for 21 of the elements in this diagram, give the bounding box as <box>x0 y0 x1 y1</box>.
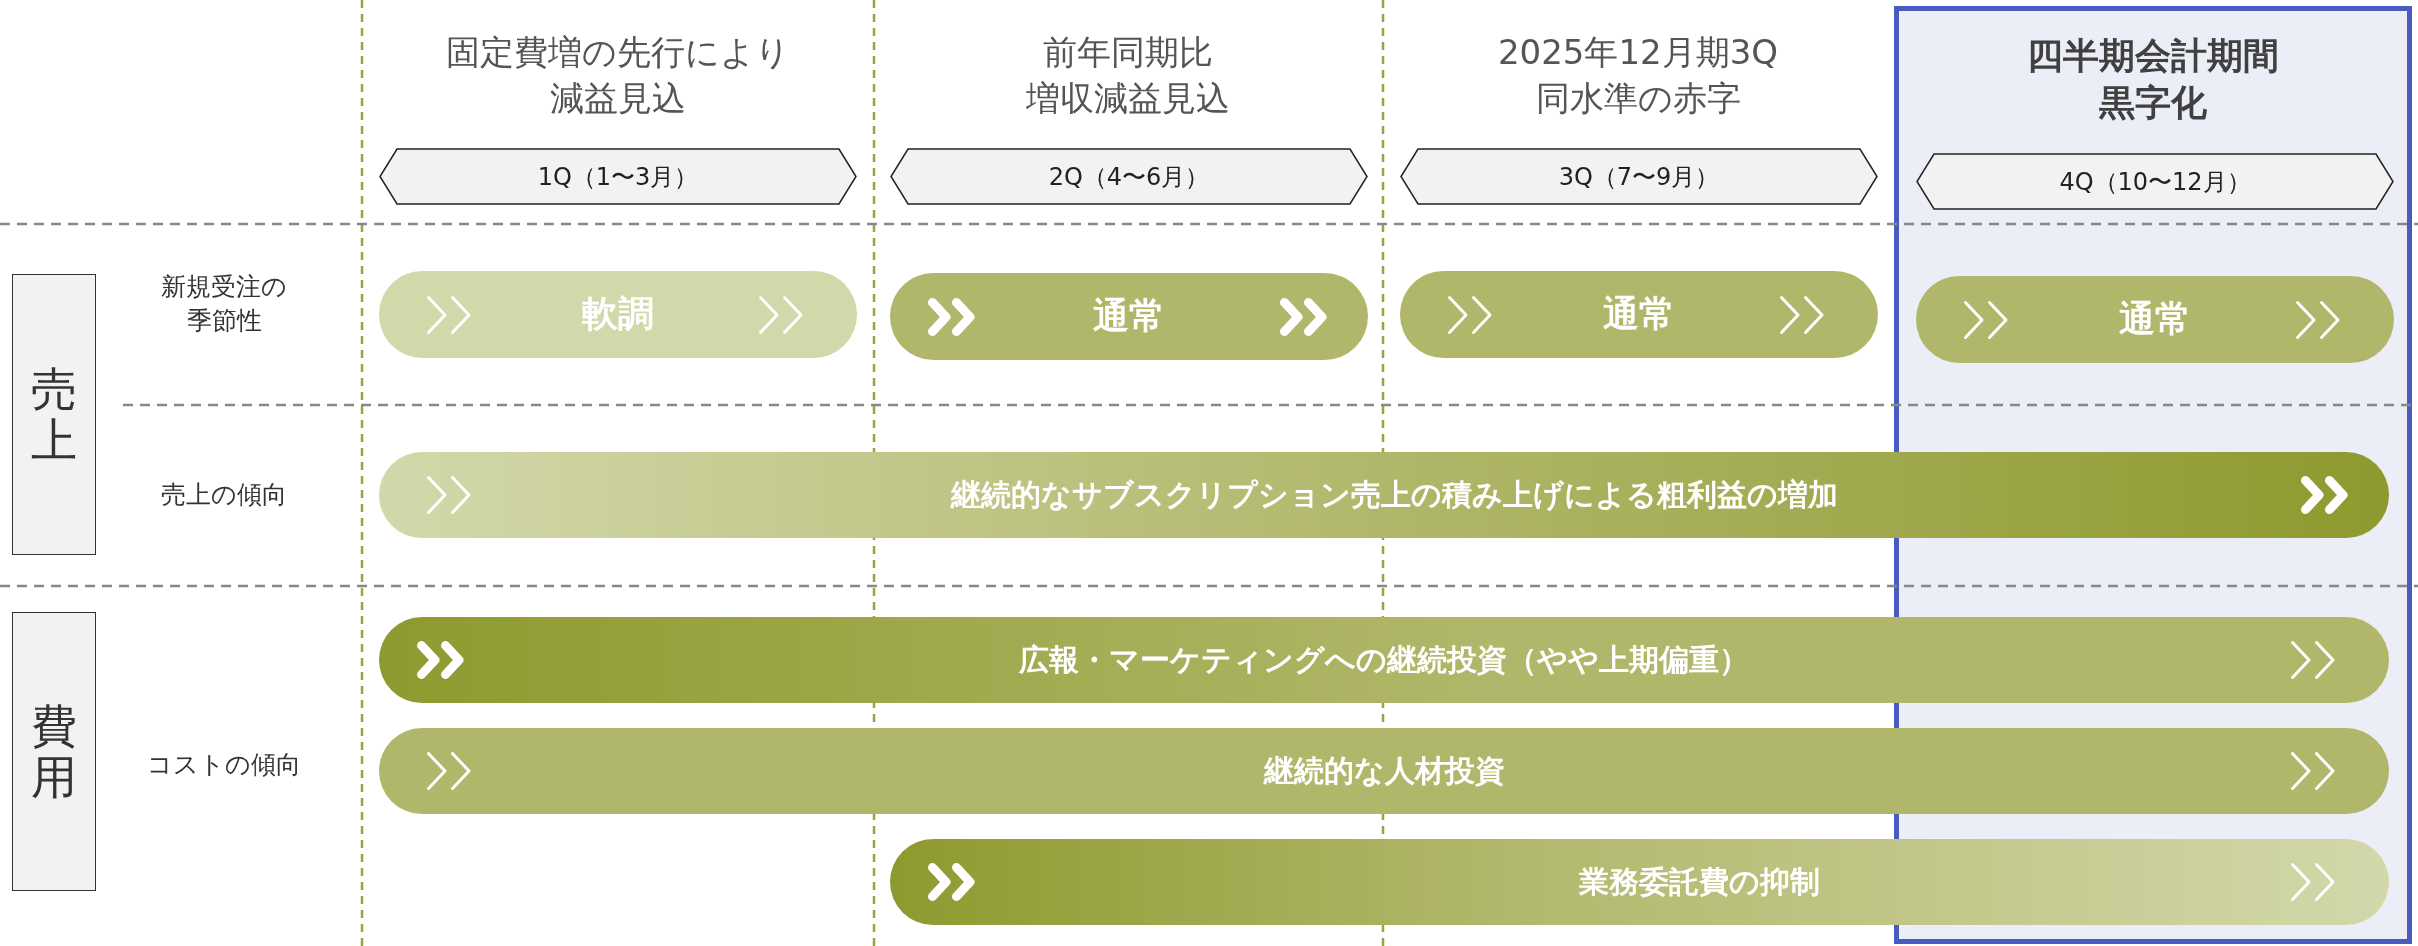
quarter-tag: 3Q（7〜9月） <box>1400 148 1878 205</box>
quarter-tag: 2Q（4〜6月） <box>890 148 1368 205</box>
bar-text: 業務委託費の抑制 <box>1579 862 1820 901</box>
column-heading: 前年同期比増収減益見込 <box>1025 31 1231 120</box>
category-box: 費用 <box>12 612 96 891</box>
row-label: コストの傾向 <box>146 749 302 781</box>
row-label: 新規受注の季節性 <box>160 271 288 337</box>
category-box: 売上 <box>12 274 96 555</box>
bar-text: 軟調 <box>582 292 654 336</box>
bar-text: 広報・マーケティングへの継続投資（やや上期偏重） <box>1019 640 1749 679</box>
row-label: 売上の傾向 <box>160 479 288 511</box>
quarter-tag: 4Q（10〜12月） <box>1916 153 2394 210</box>
bar-text: 継続的な人材投資 <box>1263 751 1505 790</box>
bar-text: 継続的なサブスクリプション売上の積み上げによる粗利益の増加 <box>950 475 1838 514</box>
bar-text: 通常 <box>1093 294 1165 338</box>
band-heading: 四半期会計期間黒字化 <box>2026 34 2280 125</box>
column-heading: 固定費増の先行により減益見込 <box>445 31 791 120</box>
quarter-tag: 1Q（1〜3月） <box>379 148 857 205</box>
column-heading: 2025年12月期3Q同水準の赤字 <box>1496 31 1780 120</box>
bar-text: 通常 <box>1603 292 1675 336</box>
bar-text: 通常 <box>2119 297 2191 341</box>
